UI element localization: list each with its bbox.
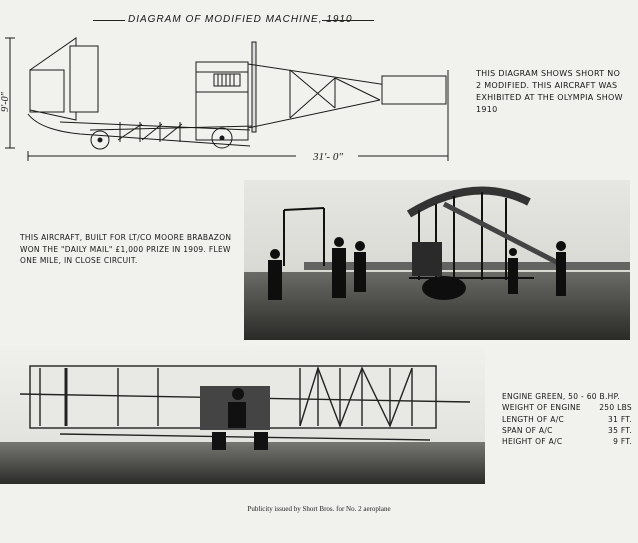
radiator bbox=[213, 73, 241, 87]
spec-value: 35 FT. bbox=[608, 425, 632, 435]
photo-aircraft-side bbox=[0, 346, 485, 484]
wheel-front bbox=[90, 130, 110, 150]
spec-row: ENGINE GREEN, 50 - 60 B.HP. bbox=[502, 391, 632, 402]
diagram-note: THIS DIAGRAM SHOWS SHORT No 2 MODIFIED. … bbox=[476, 69, 623, 114]
length-dimension-label: 31'- 0" bbox=[312, 151, 343, 163]
skid bbox=[27, 113, 251, 147]
spec-label: ENGINE GREEN, 50 - 60 B.HP. bbox=[502, 392, 620, 401]
wheel-rear bbox=[211, 127, 233, 149]
spec-value: 250 LBS bbox=[599, 403, 632, 413]
spec-label: SPAN OF A/C bbox=[502, 425, 553, 435]
tail-plane bbox=[381, 75, 447, 105]
propeller bbox=[251, 41, 257, 133]
title-rule-left bbox=[93, 20, 125, 21]
height-dimension-label: 9'-0" bbox=[0, 91, 11, 111]
spec-value: 31 FT. bbox=[608, 414, 632, 424]
spec-value: 9 FT. bbox=[613, 437, 632, 447]
publicity-caption: Publicity issued by Short Bros. for No. … bbox=[247, 505, 391, 513]
tail-boom-lower bbox=[247, 99, 381, 129]
front-elevator bbox=[29, 37, 77, 121]
spec-label: WEIGHT OF ENGINE bbox=[502, 403, 581, 413]
spec-label: HEIGHT OF A/C bbox=[502, 437, 563, 447]
spec-row: WEIGHT OF ENGINE 250 LBS bbox=[502, 402, 632, 413]
front-panel bbox=[69, 45, 99, 113]
photo-aircraft-with-crew bbox=[244, 180, 630, 340]
spec-label: LENGTH OF A/C bbox=[502, 414, 565, 424]
diagram-title: DIAGRAM OF MODIFIED MACHINE, 1910 bbox=[128, 14, 353, 25]
title-rule-right bbox=[322, 20, 374, 21]
side-view-diagram: 9'-0" 31'- 0" bbox=[0, 37, 449, 163]
spec-row: SPAN OF A/C 35 FT. bbox=[502, 425, 632, 436]
specs-list: ENGINE GREEN, 50 - 60 B.HP. WEIGHT OF EN… bbox=[502, 391, 632, 447]
spec-row: LENGTH OF A/C 31 FT. bbox=[502, 414, 632, 425]
prize-note: THIS AIRCRAFT, BUILT FOR LT/CO MOORE BRA… bbox=[20, 233, 232, 265]
spec-row: HEIGHT OF A/C 9 FT. bbox=[502, 436, 632, 447]
